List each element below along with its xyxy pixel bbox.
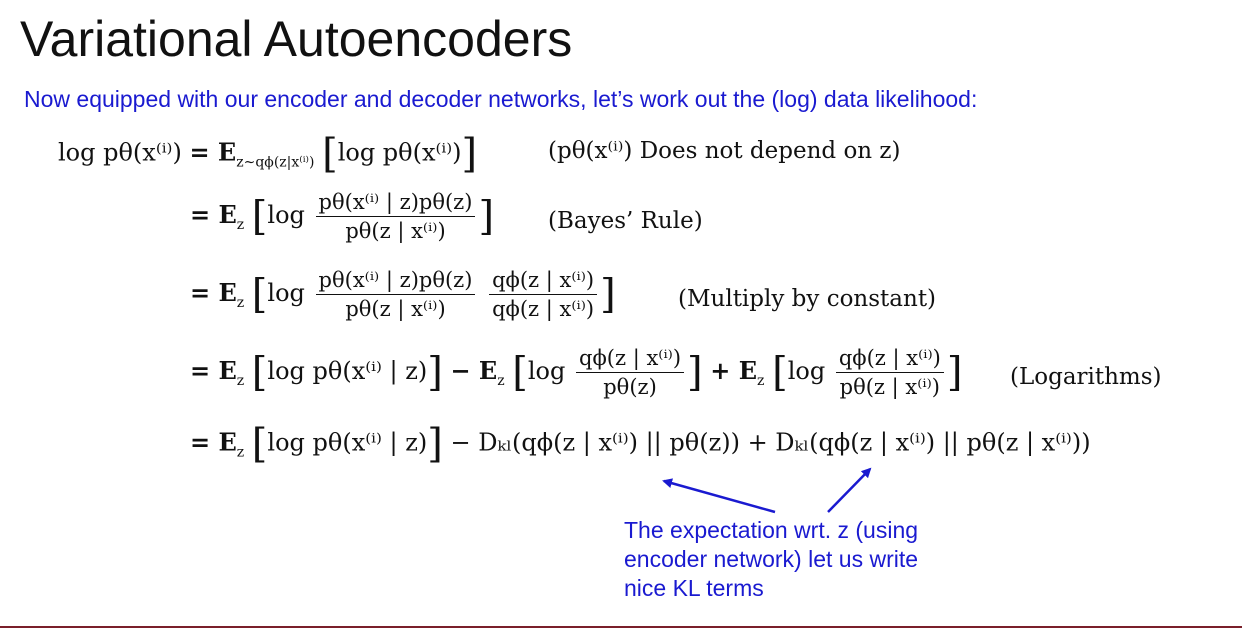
slide-subtitle: Now equipped with our encoder and decode…: [24, 86, 978, 112]
eq2-denominator: pθ(z | x⁽ⁱ⁾): [345, 219, 446, 243]
eq3-fraction-1: pθ(x⁽ⁱ⁾ | z)pθ(z) pθ(z | x⁽ⁱ⁾): [315, 268, 476, 321]
eq3-denominator-1: pθ(z | x⁽ⁱ⁾): [345, 297, 446, 321]
eq3-log: log: [267, 279, 305, 307]
eq2-numerator: pθ(x⁽ⁱ⁾ | z)pθ(z): [315, 190, 476, 217]
eq3-expectation-sub: z: [236, 294, 245, 311]
eq2-note: (Bayes’ Rule): [548, 208, 703, 234]
eq4-numerator-2: qϕ(z | x⁽ⁱ⁾): [576, 346, 685, 373]
eq4-note: (Logarithms): [1010, 364, 1162, 390]
annotation-line-2: encoder network) let us write: [624, 546, 919, 572]
equation-line-2: = Ez [log pθ(x⁽ⁱ⁾ | z)pθ(z) pθ(z | x⁽ⁱ⁾)…: [190, 190, 495, 243]
eq1-expectation-sub: z∼qϕ(z|x⁽ⁱ⁾): [236, 154, 315, 171]
annotation-line-1: The expectation wrt. z (using: [624, 517, 919, 543]
eq1-lhs: log pθ(x⁽ⁱ⁾): [58, 138, 182, 167]
eq2-log: log: [267, 201, 305, 229]
arrow-left: [662, 478, 776, 514]
eq4-fraction-3: qϕ(z | x⁽ⁱ⁾) pθ(z | x⁽ⁱ⁾): [835, 346, 944, 399]
eq3-denominator-2: qϕ(z | x⁽ⁱ⁾): [492, 297, 595, 321]
eq1-expectation: = E: [189, 137, 237, 167]
eq4-fraction-2: qϕ(z | x⁽ⁱ⁾) pθ(z): [576, 346, 685, 399]
eq4-minus-expectation: − E: [450, 356, 498, 385]
eq3-numerator-1: pθ(x⁽ⁱ⁾ | z)pθ(z): [315, 268, 476, 295]
eq4-expectation-sub: z: [236, 372, 245, 389]
eq4-denominator-2: pθ(z): [603, 375, 657, 399]
eq1-body: log pθ(x⁽ⁱ⁾): [337, 138, 462, 167]
eq4-numerator-3: qϕ(z | x⁽ⁱ⁾): [835, 346, 944, 373]
eq1-note: (pθ(x⁽ⁱ⁾) Does not depend on z): [548, 138, 901, 164]
eq5-term1: log pθ(x⁽ⁱ⁾ | z): [267, 428, 428, 457]
slide-title: Variational Autoencoders: [20, 11, 573, 67]
eq2-expectation: = E: [190, 200, 237, 229]
eq3-numerator-2: qϕ(z | x⁽ⁱ⁾): [489, 268, 598, 295]
eq4-plus-expectation: + E: [710, 356, 758, 385]
annotation-line-3: nice KL terms: [624, 575, 764, 601]
bottom-rule: [0, 626, 1242, 628]
equation-line-3: = Ez [log pθ(x⁽ⁱ⁾ | z)pθ(z) pθ(z | x⁽ⁱ⁾)…: [190, 268, 616, 321]
eq2-expectation-sub: z: [236, 216, 245, 233]
eq4-log2: log: [527, 357, 566, 385]
eq5-kl-terms: − Dₖₗ(qϕ(z | x⁽ⁱ⁾) || pθ(z)) + Dₖₗ(qϕ(z …: [450, 428, 1091, 457]
arrow-right: [827, 467, 872, 513]
eq4-log3: log: [787, 357, 826, 385]
eq3-expectation: = E: [190, 278, 237, 307]
eq3-note: (Multiply by constant): [678, 286, 937, 312]
eq3-fraction-2: qϕ(z | x⁽ⁱ⁾) qϕ(z | x⁽ⁱ⁾): [489, 268, 598, 321]
eq5-expectation: = E: [190, 427, 237, 457]
eq2-fraction: pθ(x⁽ⁱ⁾ | z)pθ(z) pθ(z | x⁽ⁱ⁾): [315, 190, 476, 243]
eq4-expectation: = E: [190, 356, 237, 385]
eq4-term1: log pθ(x⁽ⁱ⁾ | z): [267, 357, 428, 385]
eq4-denominator-3: pθ(z | x⁽ⁱ⁾): [839, 375, 941, 399]
equation-line-4: = Ez [log pθ(x⁽ⁱ⁾ | z)] − Ez [log qϕ(z |…: [190, 346, 963, 399]
equation-line-5: = Ez [log pθ(x⁽ⁱ⁾ | z)] − Dₖₗ(qϕ(z | x⁽ⁱ…: [190, 421, 1091, 467]
equation-line-1: log pθ(x⁽ⁱ⁾) = Ez∼qϕ(z|x⁽ⁱ⁾) [log pθ(x⁽ⁱ…: [58, 131, 478, 177]
annotation-text: The expectation wrt. z (using encoder ne…: [624, 516, 964, 603]
eq5-expectation-sub: z: [236, 444, 245, 461]
